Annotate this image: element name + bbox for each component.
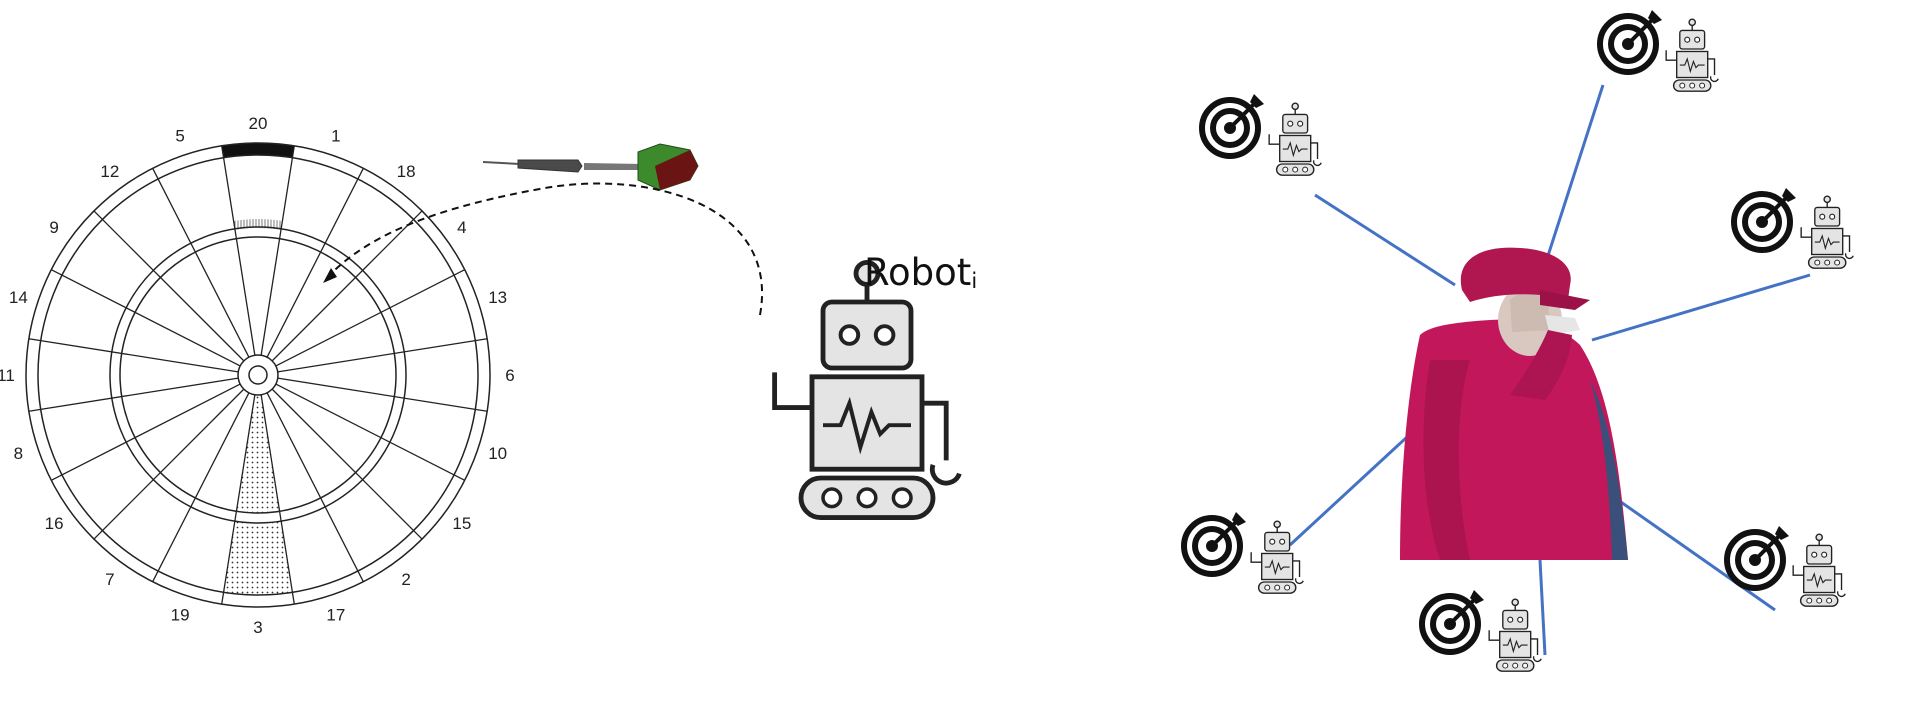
robot-icon bbox=[775, 262, 960, 517]
spoke-6 bbox=[275, 383, 466, 481]
spoke-11 bbox=[152, 392, 250, 583]
sector-number-1: 1 bbox=[331, 126, 340, 145]
sector-number-13: 13 bbox=[488, 288, 507, 307]
sector-number-7: 7 bbox=[105, 570, 114, 589]
spoke-3 bbox=[275, 269, 466, 367]
sector-number-18: 18 bbox=[397, 162, 416, 181]
dartboard bbox=[25, 142, 491, 608]
spoke-15 bbox=[28, 338, 239, 373]
spoke-16 bbox=[50, 269, 241, 367]
ring-5 bbox=[248, 365, 268, 385]
double-20-highlight bbox=[221, 142, 295, 158]
ring-1 bbox=[37, 154, 479, 596]
connector-lines bbox=[1288, 84, 1811, 656]
sector-number-8: 8 bbox=[14, 444, 23, 463]
sector-number-3: 3 bbox=[253, 618, 262, 637]
spoke-13 bbox=[50, 383, 241, 481]
spoke-19 bbox=[221, 145, 256, 356]
spoke-17 bbox=[93, 210, 245, 362]
ring-3 bbox=[119, 236, 397, 514]
spoke-14 bbox=[28, 377, 239, 412]
robot-label-subscript: i bbox=[971, 269, 978, 293]
spoke-4 bbox=[277, 338, 488, 373]
sector-number-14: 14 bbox=[9, 288, 28, 307]
sector-number-6: 6 bbox=[505, 366, 514, 385]
sector-number-17: 17 bbox=[326, 606, 345, 625]
spoke-18 bbox=[152, 167, 250, 358]
sector-number-2: 2 bbox=[401, 570, 410, 589]
spoke-0 bbox=[260, 145, 295, 356]
trajectory-arrowhead bbox=[323, 268, 337, 283]
sector-number-19: 19 bbox=[171, 606, 190, 625]
spoke-2 bbox=[271, 210, 423, 362]
spoke-12 bbox=[93, 388, 245, 540]
robot-target-group-3 bbox=[1734, 188, 1854, 269]
ring-4 bbox=[237, 354, 279, 396]
single-3-outer-dots bbox=[223, 521, 293, 595]
sector-number-10: 10 bbox=[488, 444, 507, 463]
sector-number-12: 12 bbox=[100, 162, 119, 181]
spoke-9 bbox=[260, 394, 295, 605]
sector-number-20: 20 bbox=[249, 114, 268, 133]
ring-0 bbox=[25, 142, 491, 608]
spoke-8 bbox=[266, 392, 364, 583]
robot-target-group-4 bbox=[1184, 512, 1304, 594]
spoke-1 bbox=[266, 167, 364, 358]
sector-number-11: 11 bbox=[0, 366, 15, 385]
sector-number-5: 5 bbox=[175, 126, 184, 145]
dart-icon bbox=[482, 143, 699, 191]
robot-target-group-5 bbox=[1727, 526, 1846, 607]
spoke-10 bbox=[221, 394, 256, 605]
ring-2 bbox=[109, 226, 407, 524]
person-figure bbox=[1400, 247, 1628, 560]
robot-target-group-6 bbox=[1422, 590, 1542, 672]
sector-number-4: 4 bbox=[457, 218, 466, 237]
spoke-5 bbox=[277, 377, 488, 412]
robot-label-name: Robot bbox=[864, 251, 972, 294]
spoke-7 bbox=[271, 388, 423, 540]
sector-number-16: 16 bbox=[45, 514, 64, 533]
dart-trajectory bbox=[324, 182, 763, 316]
sector-number-9: 9 bbox=[49, 218, 58, 237]
robot-label: Roboti bbox=[864, 251, 977, 294]
sector-number-15: 15 bbox=[452, 514, 471, 533]
dartboard-sector-numbers: 20 1 18 4 13 6 10 15 2 17 3 19 7 16 8 11 14 9 12 5 bbox=[0, 114, 515, 637]
robot-target-group-2 bbox=[1600, 10, 1719, 92]
robot-target-group-1 bbox=[1202, 94, 1322, 176]
single-3-inner-dots bbox=[236, 394, 280, 513]
